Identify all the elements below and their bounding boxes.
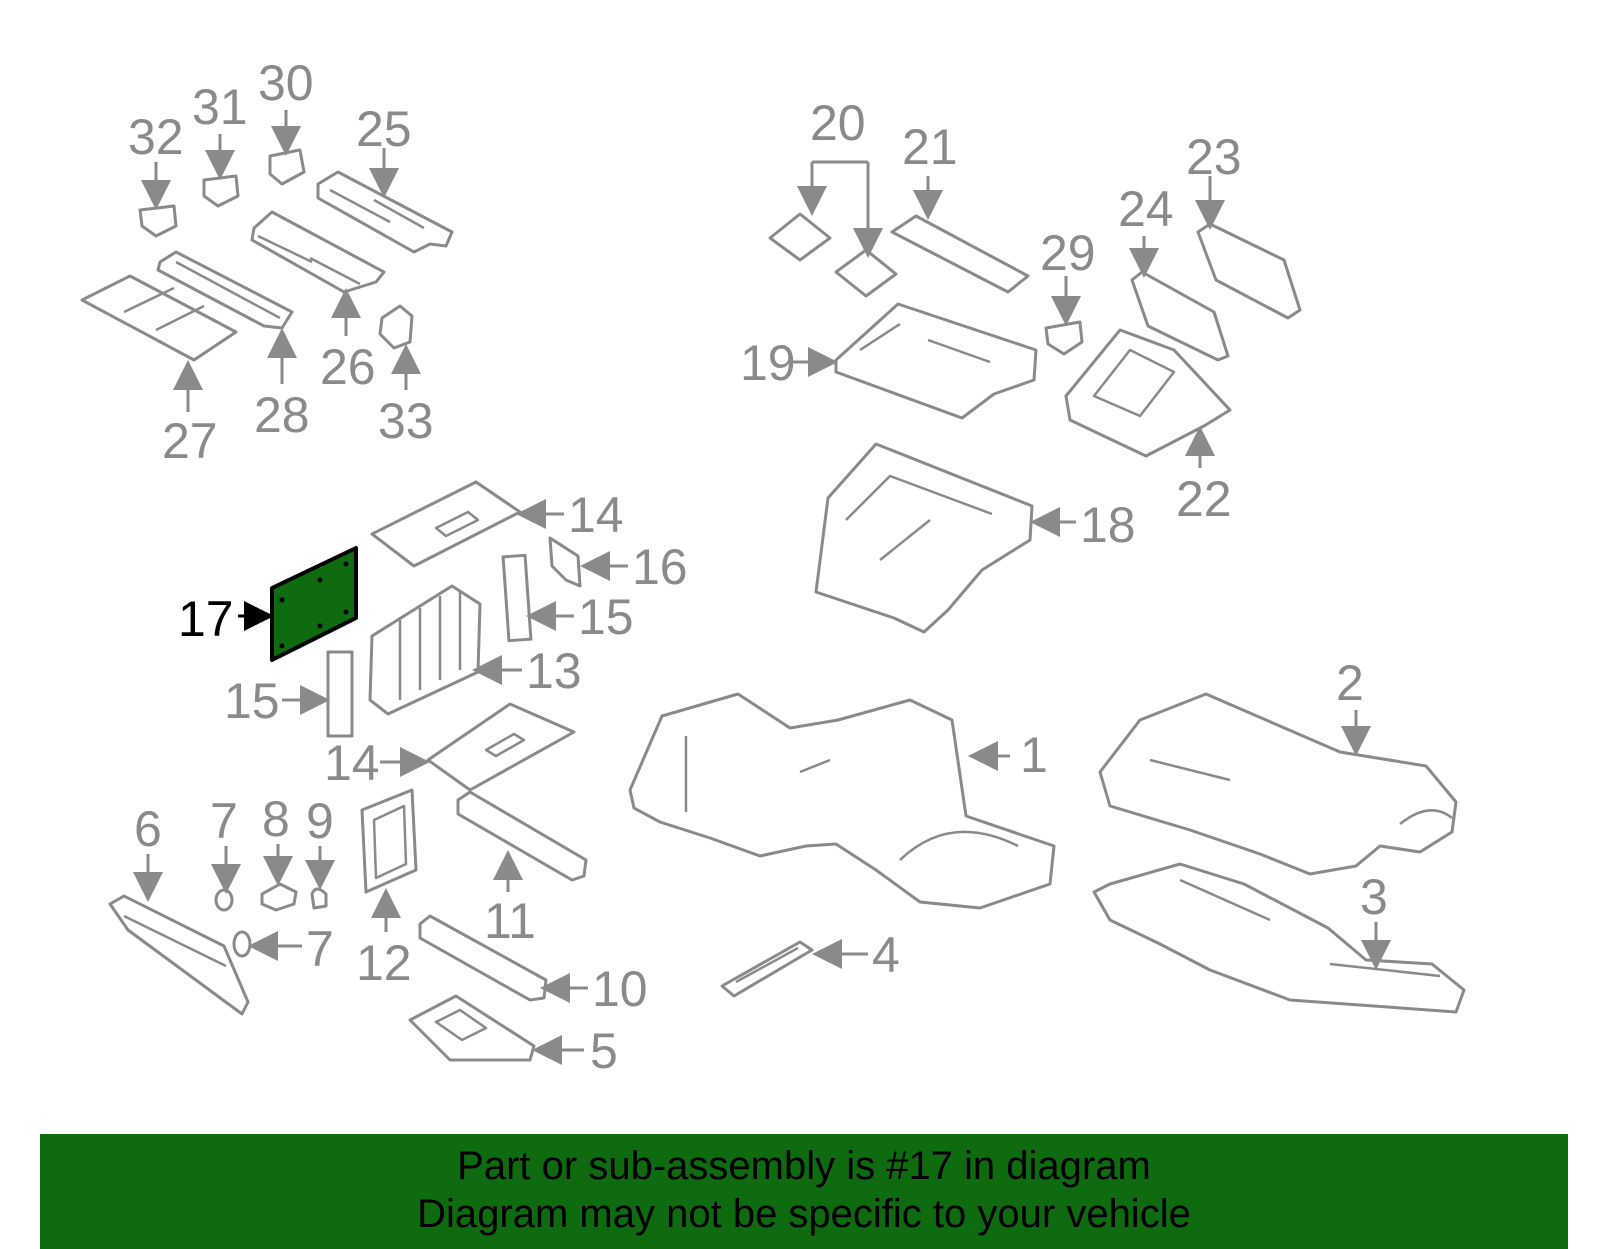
part-14-tray-lower[interactable] [426, 702, 576, 792]
callout-6: 6 [134, 801, 162, 857]
callout-10: 10 [592, 961, 648, 1017]
callout-22: 22 [1176, 471, 1232, 527]
callout-33: 33 [378, 393, 434, 449]
callout-14a: 14 [568, 487, 624, 543]
callout-31: 31 [192, 79, 248, 135]
part-1-housing[interactable] [628, 692, 1056, 910]
callout-4: 4 [872, 927, 900, 983]
leader-arrows [133, 110, 1391, 1065]
callout-15b: 15 [224, 673, 280, 729]
callout-24: 24 [1118, 181, 1174, 237]
part-4-vent[interactable] [720, 940, 814, 998]
callout-5: 5 [590, 1023, 618, 1079]
callout-27: 27 [162, 413, 218, 469]
part-31-clip[interactable] [202, 174, 240, 208]
part-7-grommet-upper[interactable] [214, 888, 234, 912]
part-23-filter[interactable] [1196, 222, 1302, 320]
part-22-filter-housing[interactable] [1064, 328, 1232, 458]
callout-18: 18 [1080, 497, 1136, 553]
part-16-bracket[interactable] [548, 536, 582, 588]
part-3-housing[interactable] [1092, 862, 1466, 1014]
part-11-seal[interactable] [456, 790, 588, 882]
callout-23: 23 [1186, 129, 1242, 185]
callout-9: 9 [306, 793, 334, 849]
part-12-duct[interactable] [360, 788, 418, 894]
part-20-vent[interactable] [768, 212, 898, 298]
callout-12: 12 [356, 935, 412, 991]
callout-8: 8 [262, 791, 290, 847]
banner-line-2: Diagram may not be specific to your vehi… [417, 1192, 1191, 1236]
part-5-vent[interactable] [408, 994, 536, 1062]
part-13-heater-core[interactable] [368, 584, 482, 716]
banner-line-1: Part or sub-assembly is #17 in diagram [457, 1144, 1151, 1188]
part-15-seal-right[interactable] [501, 553, 533, 643]
part-32-clip[interactable] [138, 204, 178, 238]
part-17-panel-highlighted[interactable] [270, 546, 358, 662]
callout-20: 20 [810, 95, 866, 151]
part-7-grommet-lower[interactable] [232, 930, 252, 958]
callout-2: 2 [1336, 655, 1364, 711]
part-6-duct[interactable] [108, 894, 250, 1016]
callout-14b: 14 [324, 735, 380, 791]
part-21-vent[interactable] [890, 214, 1030, 294]
part-27-panel[interactable] [80, 274, 238, 362]
part-19-housing[interactable] [834, 302, 1038, 420]
callout-3: 3 [1360, 869, 1388, 925]
callout-7b: 7 [306, 921, 334, 977]
callout-26: 26 [320, 339, 376, 395]
part-18-housing[interactable] [814, 442, 1034, 634]
part-8-clip[interactable] [260, 882, 298, 912]
callout-25: 25 [356, 101, 412, 157]
callout-29: 29 [1040, 225, 1096, 281]
callout-32: 32 [128, 109, 184, 165]
part-30-clip[interactable] [268, 148, 306, 186]
callout-7a: 7 [210, 793, 238, 849]
callout-30: 30 [258, 55, 314, 111]
part-26-panel[interactable] [250, 210, 386, 294]
part-29-clip[interactable] [1044, 320, 1084, 356]
part-15-seal-left[interactable] [326, 650, 354, 738]
callout-19: 19 [740, 335, 796, 391]
callout-28: 28 [254, 387, 310, 443]
callout-13: 13 [526, 643, 582, 699]
callout-11: 11 [484, 893, 536, 949]
callout-17-highlighted: 17 [178, 591, 234, 647]
callout-labels: 1 2 3 4 5 6 7 7 8 9 10 11 12 13 14 14 15… [128, 55, 1388, 1079]
part-25-panel[interactable] [316, 170, 454, 254]
part-33-bracket[interactable] [378, 304, 414, 350]
callout-15a: 15 [578, 589, 634, 645]
info-banner: Part or sub-assembly is #17 in diagram D… [40, 1134, 1568, 1249]
callout-21: 21 [902, 119, 958, 175]
part-2-housing[interactable] [1098, 692, 1458, 876]
callout-1: 1 [1020, 727, 1048, 783]
part-9-plug[interactable] [310, 887, 328, 910]
part-14-tray-upper[interactable] [370, 480, 522, 568]
callout-16: 16 [632, 539, 688, 595]
